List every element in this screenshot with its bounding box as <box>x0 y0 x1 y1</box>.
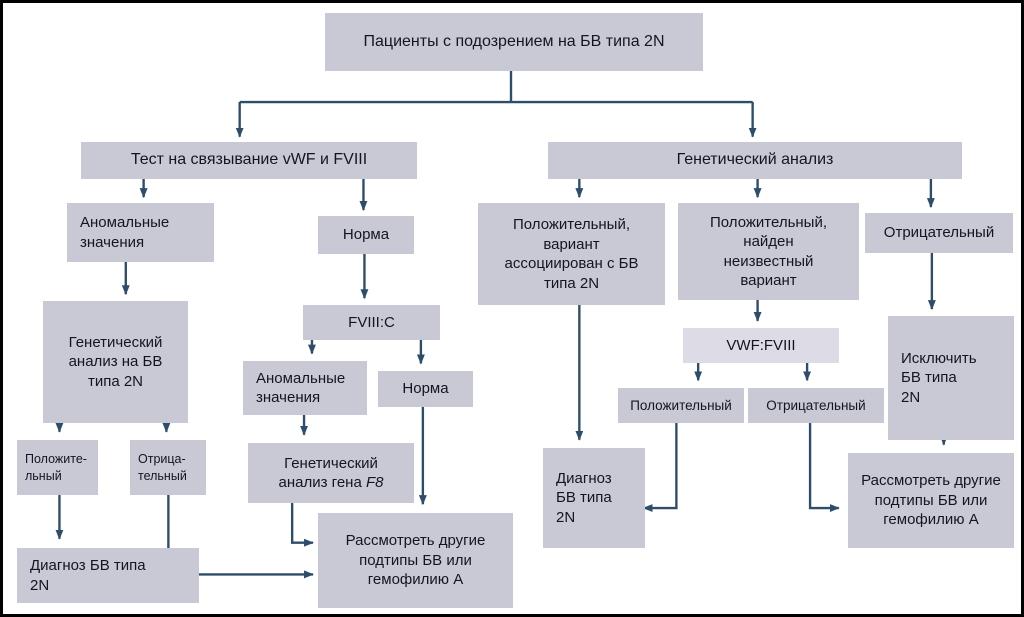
node-norma-left: Норма <box>318 216 414 254</box>
node-negative-right: Отрицательный <box>865 213 1013 253</box>
node-positive-unknown-variant: Положительный, найден неизвестный вариан… <box>678 203 859 300</box>
node-genetic-analysis-f8: Генетический анализ гена F8 <box>248 443 414 503</box>
node-abnormal-values-left: Аномальные значения <box>67 203 214 262</box>
node-consider-other-right: Рассмотреть другие подтипы БВ или гемофи… <box>848 453 1014 548</box>
node-exclude-2n: Исключить БВ типа 2N <box>888 316 1014 440</box>
connector-f8-to-consider <box>290 498 314 547</box>
node-positive-mid-right: Положительный <box>618 388 744 423</box>
node-vwf-fviii: VWF:FVIII <box>683 328 839 363</box>
node-negative-mid-right: Отрицательный <box>748 388 884 423</box>
node-binding-test: Тест на связывание vWF и FVIII <box>81 142 417 179</box>
genetic-f8-label: Генетический анализ гена F8 <box>278 454 384 492</box>
node-norma-mid: Норма <box>378 371 473 407</box>
node-genetic-analysis: Генетический анализ <box>548 142 962 179</box>
flowchart-connectors <box>55 70 948 579</box>
connector-negative-to-consider-right <box>808 418 840 513</box>
node-genetic-analysis-2n: Генетический анализ на БВ типа 2N <box>43 301 188 423</box>
node-diagnosis-right: Диагноз БВ типа 2N <box>543 448 645 548</box>
node-diagnosis-left: Диагноз БВ типа 2N <box>17 548 199 603</box>
gene-f8-italic: F8 <box>365 474 384 491</box>
node-positive-associated: Положительный, вариант ассоциирован с БВ… <box>478 203 665 305</box>
node-fviii-c: FVIII:C <box>303 305 440 340</box>
node-positive-left: Положите- льный <box>17 440 98 495</box>
node-abnormal-values-mid: Аномальные значения <box>243 361 367 415</box>
connector-positive-to-diagnosis-right <box>642 418 678 513</box>
node-root: Пациенты с подозрением на БВ типа 2N <box>325 13 703 71</box>
node-consider-other-left: Рассмотреть другие подтипы БВ или гемофи… <box>318 513 513 608</box>
node-negative-left: Отрица- тельный <box>130 440 206 495</box>
